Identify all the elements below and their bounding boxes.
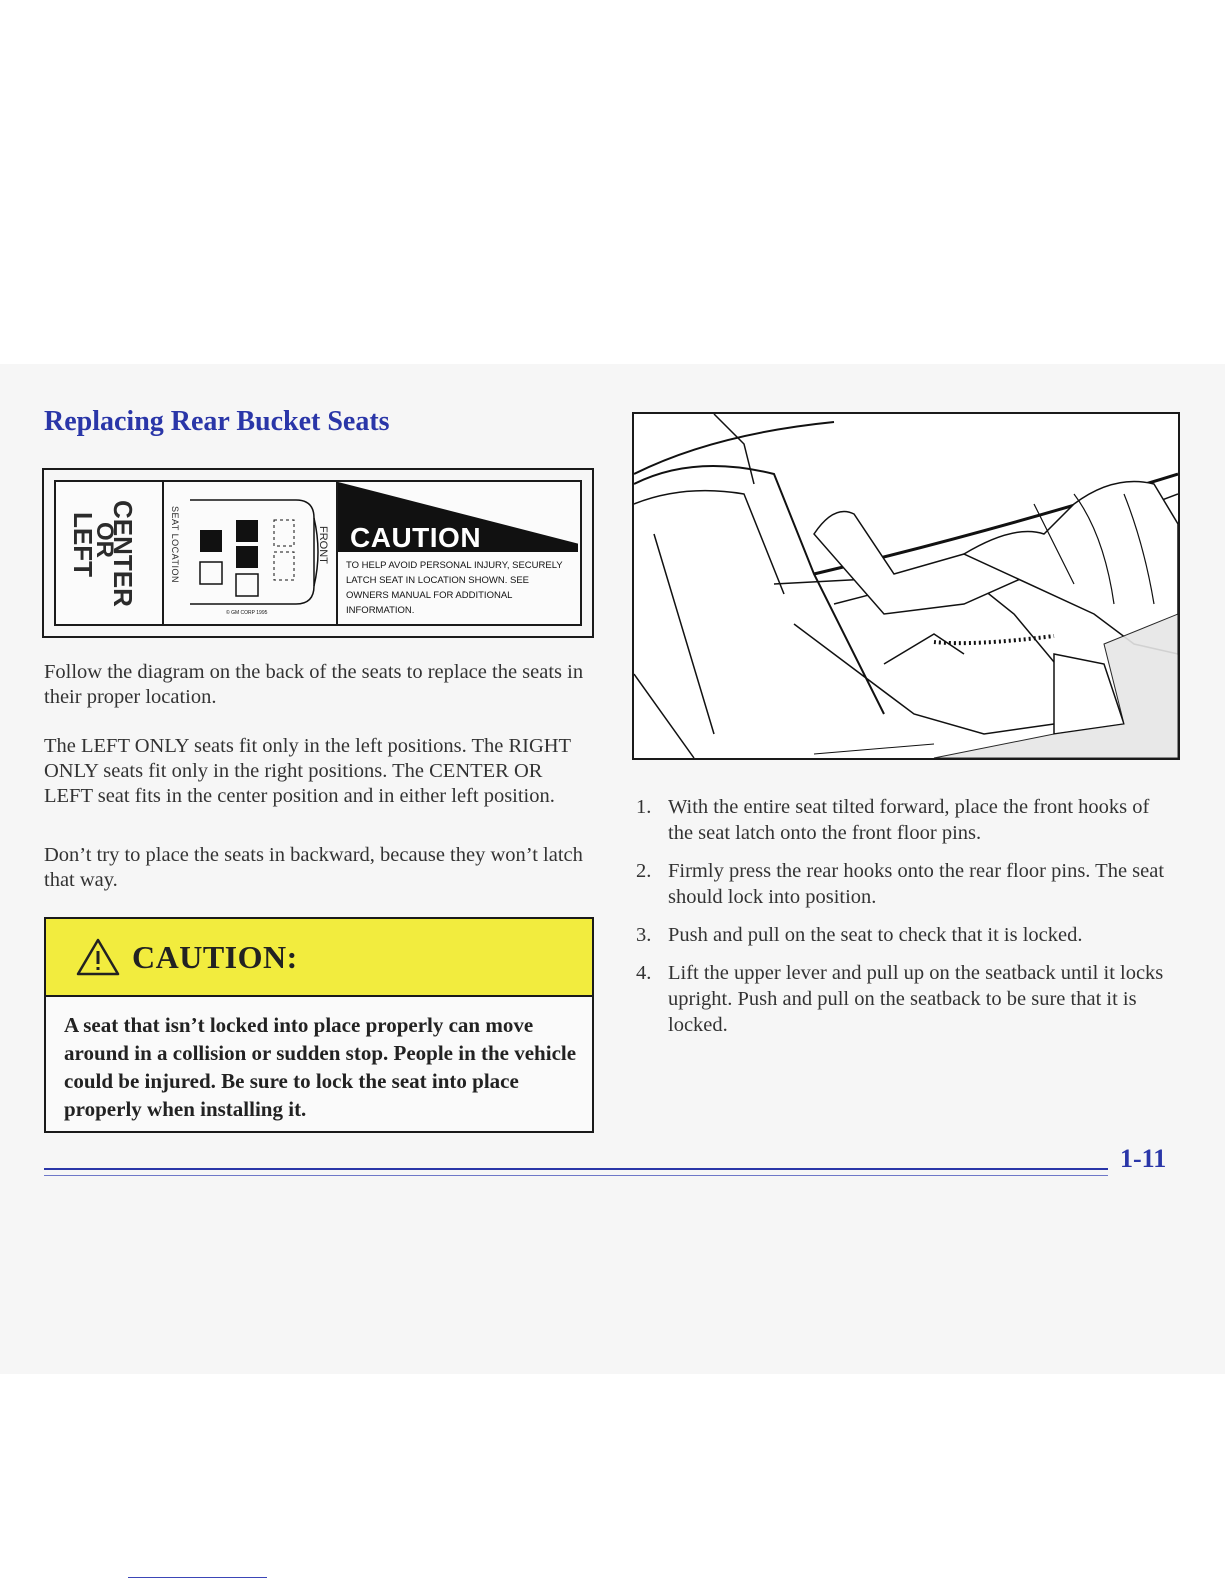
paragraph-backward: Don’t try to place the seats in backward…: [44, 844, 583, 891]
step-number: 1.: [636, 796, 652, 818]
step-item: 3. Push and pull on the seat to check th…: [636, 922, 1176, 948]
copyright-text: © GM CORP 1995: [226, 610, 268, 616]
caution-body-text: A seat that isn’t locked into place prop…: [64, 1013, 577, 1121]
paragraph-seat-positions: The LEFT ONLY seats fit only in the left…: [44, 735, 571, 807]
step-item: 4. Lift the upper lever and pull up on t…: [636, 960, 1176, 1038]
step-text: With the entire seat tilted forward, pla…: [668, 796, 1150, 844]
step-item: 2. Firmly press the rear hooks onto the …: [636, 858, 1176, 910]
footer-rule-thin: [44, 1175, 1108, 1176]
step-item: 1. With the entire seat tilted forward, …: [636, 794, 1176, 846]
step-number: 3.: [636, 924, 652, 946]
step-number: 4.: [636, 962, 652, 984]
seat-diagram-panel: SEAT LOCATION FRONT © GM CORP 1995: [164, 482, 338, 624]
instruction-steps: 1. With the entire seat tilted forward, …: [636, 794, 1176, 1050]
seat-label-inner: CENTER OR LEFT SEAT LOCATION FRONT: [54, 480, 582, 626]
seat-location-label: CENTER OR LEFT SEAT LOCATION FRONT: [42, 468, 594, 638]
caution-header: CAUTION:: [46, 919, 592, 997]
seat-latch-illustration: [632, 412, 1180, 760]
label-caution-panel: CAUTION TO HELP AVOID PERSONAL INJURY, S…: [338, 482, 580, 624]
paragraph-follow-diagram: Follow the diagram on the back of the se…: [44, 661, 584, 708]
caution-box: CAUTION: A seat that isn’t locked into p…: [44, 917, 594, 1133]
footer-rule: [44, 1168, 1108, 1170]
label-caution-word: CAUTION: [350, 522, 482, 553]
page-number: 1-11: [1120, 1144, 1167, 1173]
step-text: Firmly press the rear hooks onto the rea…: [668, 860, 1165, 908]
step-text: Lift the upper lever and pull up on the …: [668, 962, 1164, 1036]
seat-latch-drawing: [634, 414, 1178, 758]
caution-heading: CAUTION:: [132, 939, 298, 975]
warning-triangle-icon: [76, 938, 120, 976]
step-text: Push and pull on the seat to check that …: [668, 924, 1083, 946]
page-title: Replacing Rear Bucket Seats: [44, 406, 390, 437]
label-caution-text: TO HELP AVOID PERSONAL INJURY, SECURELY …: [346, 560, 563, 616]
front-direction-text: FRONT: [317, 526, 329, 564]
seat-location-name-panel: CENTER OR LEFT: [56, 482, 164, 624]
bottom-link-underline[interactable]: [128, 1577, 267, 1578]
location-left-text: LEFT: [68, 512, 98, 577]
manual-page: Replacing Rear Bucket Seats CENTER OR LE…: [0, 364, 1225, 1374]
seat-position-diagram: [190, 499, 319, 605]
step-number: 2.: [636, 860, 652, 882]
